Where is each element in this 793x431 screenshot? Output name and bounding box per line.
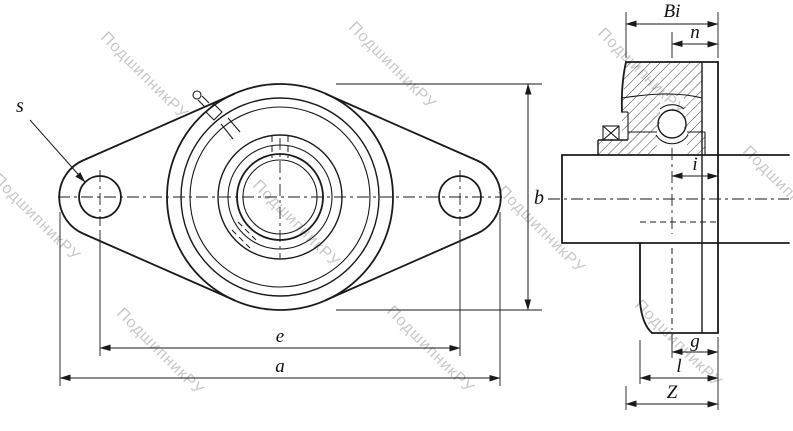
label-a: a (275, 356, 285, 377)
front-view (58, 83, 502, 311)
dim-Bi: Bi (625, 1, 719, 58)
dim-a: a (59, 212, 501, 386)
dimensions: s b e a Bi (16, 1, 719, 410)
label-Z: Z (667, 382, 678, 403)
grease-fitting (192, 90, 241, 140)
housing-section (620, 61, 719, 334)
dim-s: s (16, 95, 86, 183)
dim-g: g (671, 331, 719, 358)
front-centerlines (58, 138, 502, 258)
watermark-text: ПодшипникРУ (383, 303, 477, 397)
watermark-text: ПодшипникРУ (97, 29, 191, 123)
dim-e: e (99, 230, 461, 356)
label-g: g (690, 331, 700, 352)
ball (657, 109, 687, 139)
section-hatching (598, 62, 705, 155)
watermark-text: ПодшипникРУ (345, 19, 439, 113)
outer-raceway-arc (659, 104, 685, 110)
label-e: e (276, 326, 284, 347)
dim-b: b (336, 83, 544, 311)
dim-Z: Z (625, 382, 719, 410)
housing-outer-circle (166, 83, 394, 311)
bolt-hole-right (438, 175, 482, 219)
set-screw (602, 125, 620, 141)
bore-circle (236, 153, 324, 241)
flange-outline (58, 83, 502, 311)
dim-n: n (671, 22, 719, 58)
label-b: b (534, 187, 544, 209)
watermark-text: ПодшипникРУ (739, 143, 793, 237)
label-Bi: Bi (664, 1, 681, 22)
dim-l: l (639, 340, 719, 384)
label-s: s (16, 95, 24, 117)
dim-i: i (671, 154, 719, 180)
left-ear-arc (58, 159, 85, 235)
right-ear-arc (475, 159, 502, 235)
bearing-section (597, 104, 706, 155)
side-view (548, 61, 790, 334)
label-n: n (690, 22, 700, 43)
inner-raceway-arc (655, 134, 689, 145)
label-l: l (676, 356, 681, 377)
watermark-text: ПодшипникРУ (0, 171, 83, 265)
watermark-text: ПодшипникРУ (113, 305, 207, 399)
bolt-hole-left (78, 175, 122, 219)
label-i: i (692, 154, 697, 175)
hidden-setscrew-lines (231, 136, 289, 249)
bearing-circles (180, 97, 380, 297)
